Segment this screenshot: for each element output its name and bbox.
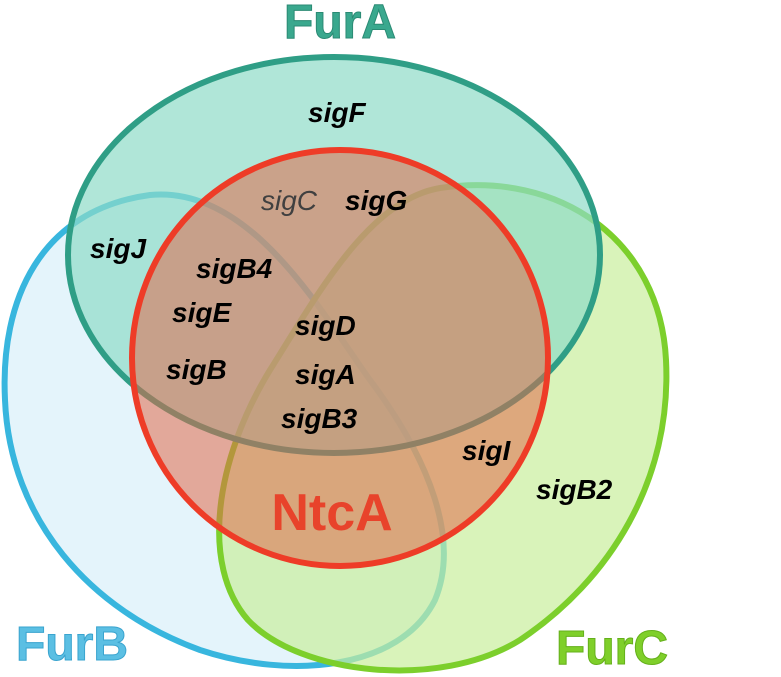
gene-label-sigj: sigJ (90, 233, 147, 264)
gene-label-sigb4: sigB4 (196, 253, 273, 284)
set-title-furc: FurC (556, 622, 668, 675)
gene-label-sigb2: sigB2 (536, 474, 613, 505)
gene-label-siga: sigA (295, 359, 356, 390)
gene-label-sigb: sigB (166, 354, 227, 385)
gene-label-sigg: sigG (345, 185, 407, 216)
gene-label-sigi: sigI (462, 435, 511, 466)
gene-label-sige: sigE (172, 297, 232, 328)
set-title-furb: FurB (16, 618, 128, 671)
gene-label-sigf: sigF (308, 97, 366, 128)
set-title-fura: FurA (284, 0, 396, 49)
set-title-ntca: NtcA (271, 484, 392, 542)
gene-label-sigb3: sigB3 (281, 403, 358, 434)
gene-label-sigd: sigD (295, 310, 356, 341)
gene-label-sigc: sigC (261, 185, 318, 216)
set-ntca-shape (129, 147, 551, 569)
